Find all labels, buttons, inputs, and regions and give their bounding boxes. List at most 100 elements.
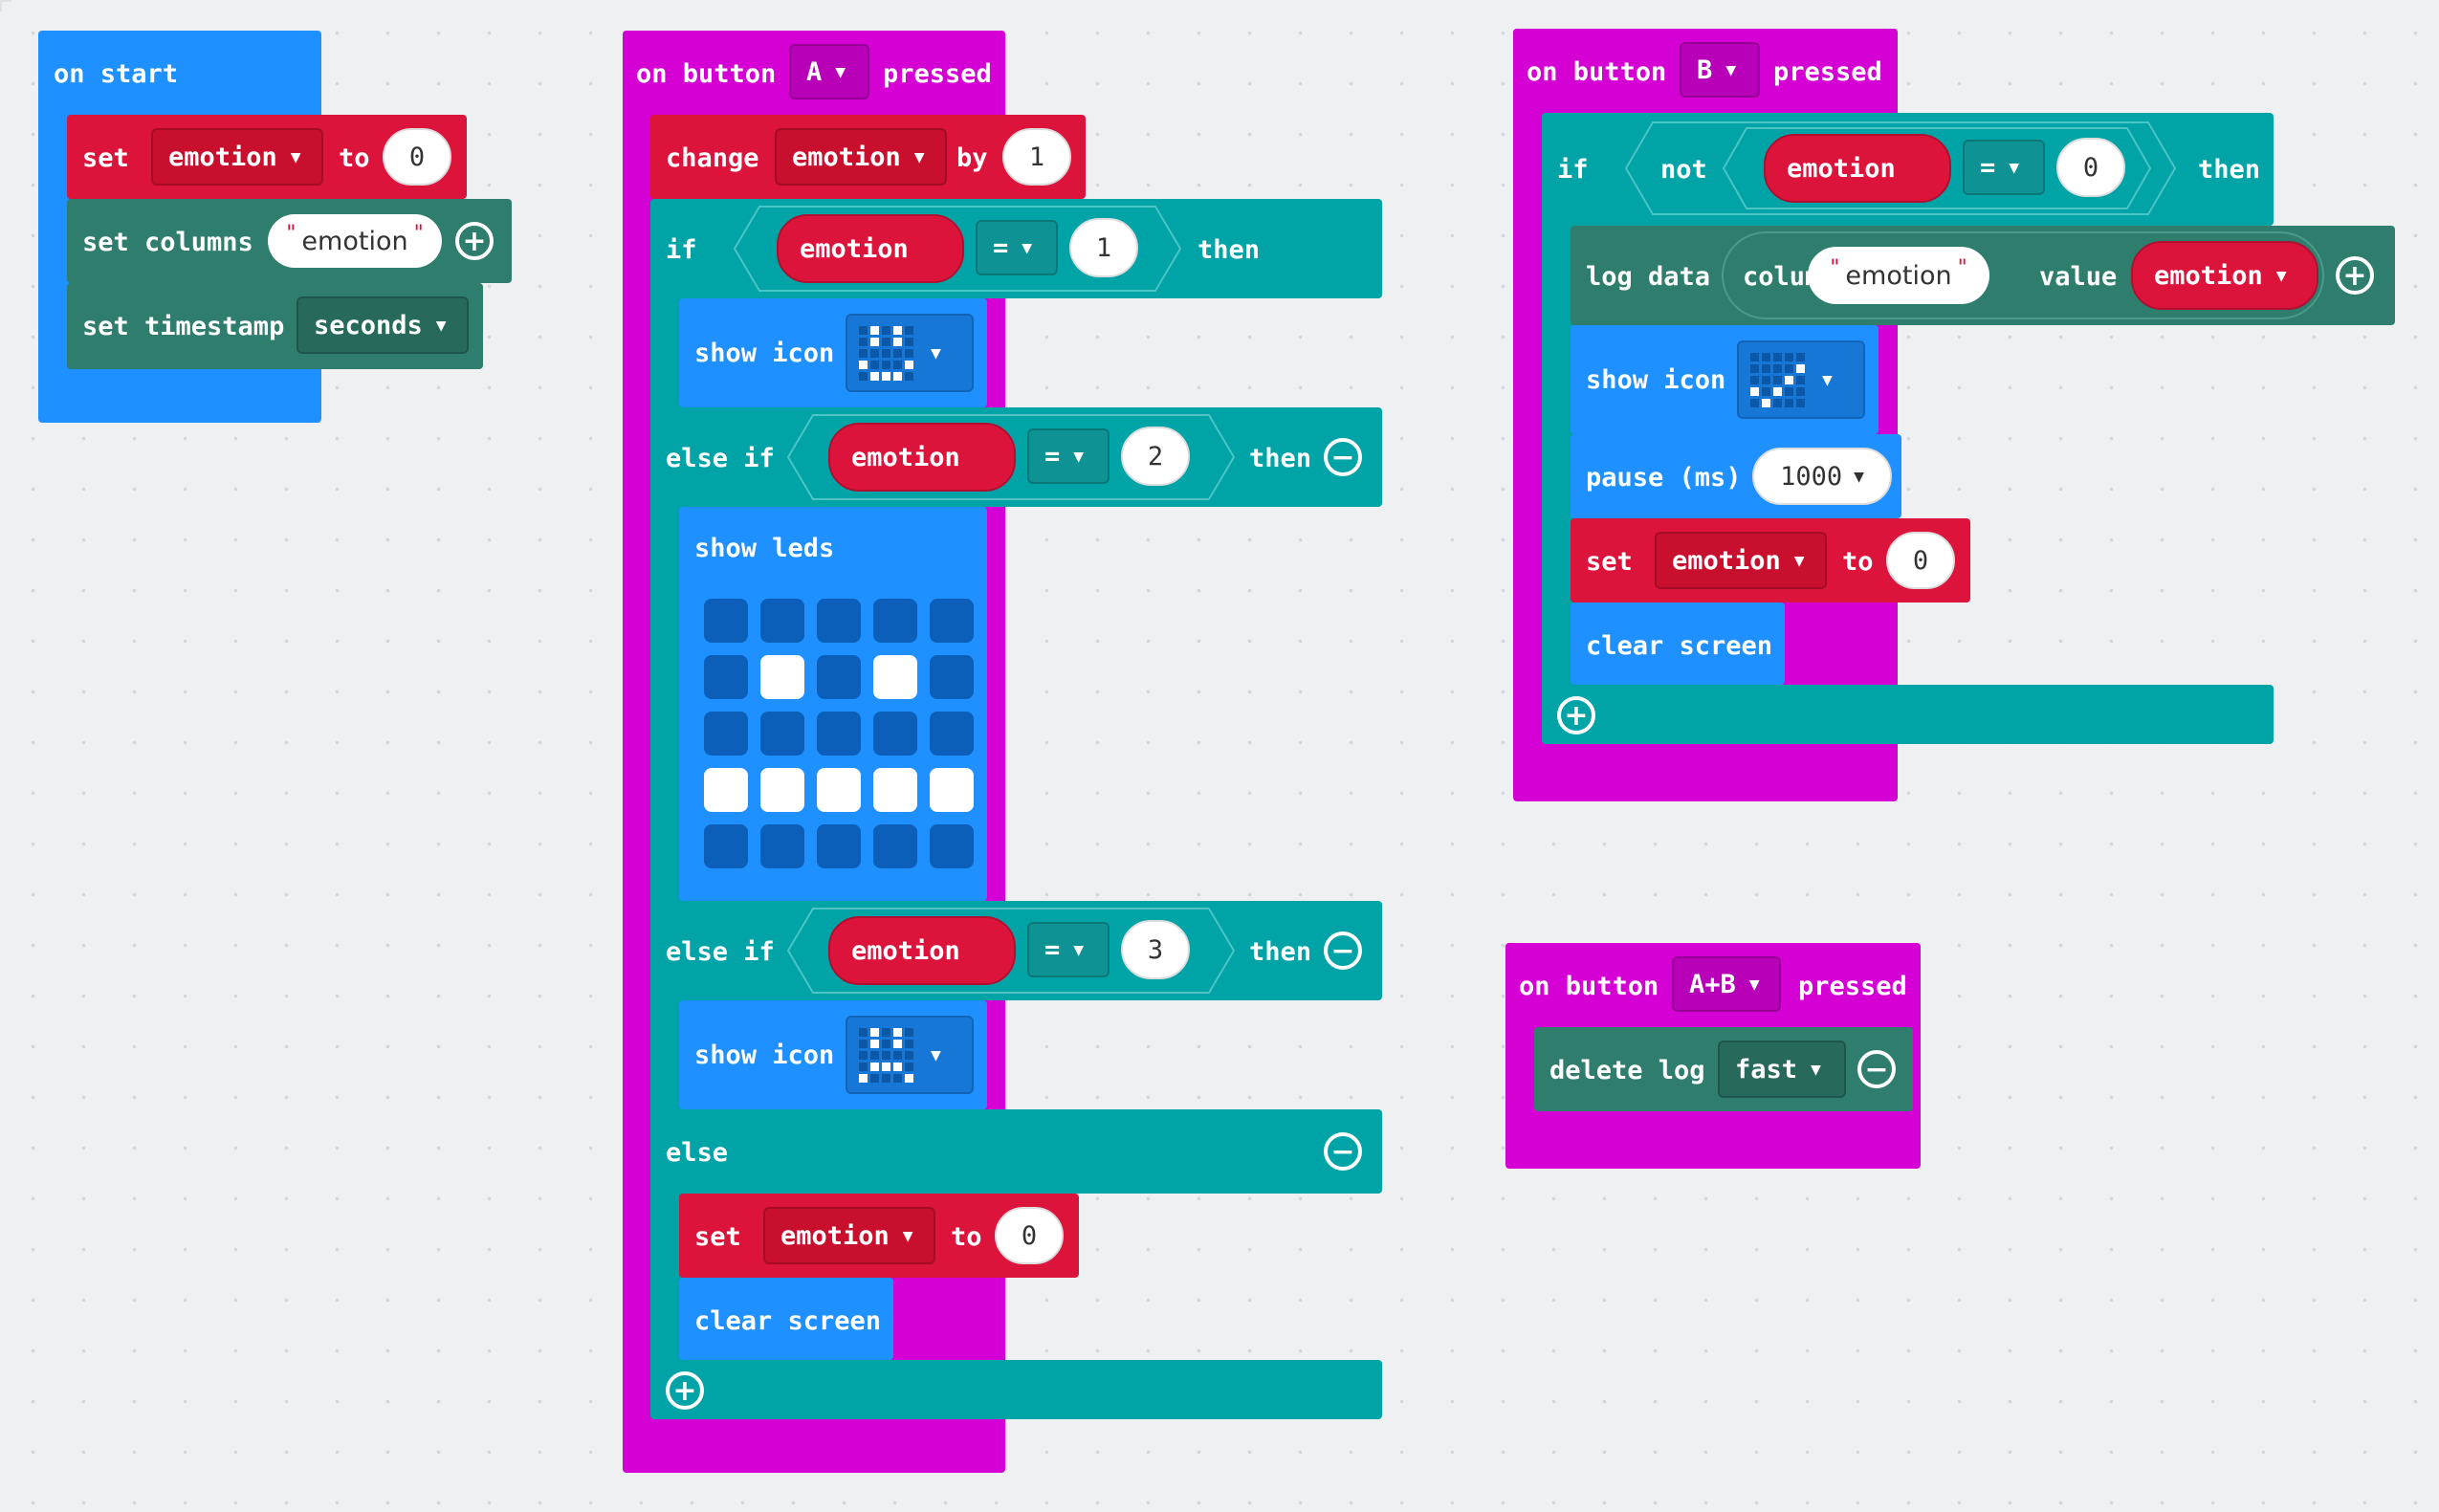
- set-columns-block[interactable]: set columns "emotion" +: [67, 199, 512, 283]
- led-cell[interactable]: [817, 824, 861, 868]
- operator-dropdown[interactable]: =▼: [976, 220, 1058, 275]
- set-emotion-block[interactable]: set emotion▼ to 0: [67, 115, 467, 199]
- icon-dropdown[interactable]: ▼: [1737, 340, 1865, 419]
- chevron-down-icon: ▼: [1748, 974, 1760, 995]
- variable-dropdown[interactable]: emotion▼: [151, 128, 323, 186]
- set-emotion-block-b[interactable]: set emotion▼ to 0: [1571, 518, 1970, 603]
- value-input[interactable]: 0: [383, 128, 451, 186]
- chevron-down-icon: ▼: [1725, 59, 1737, 80]
- variable-dropdown[interactable]: emotion▼: [1655, 532, 1827, 589]
- compare-value-input[interactable]: 3: [1121, 920, 1190, 979]
- button-dropdown[interactable]: A+B▼: [1672, 956, 1781, 1012]
- led-cell[interactable]: [930, 768, 974, 812]
- set-timestamp-block[interactable]: set timestamp seconds▼: [67, 283, 483, 369]
- set-emotion-block-a[interactable]: set emotion▼ to 0: [679, 1194, 1079, 1278]
- led-cell[interactable]: [817, 712, 861, 756]
- led-cell[interactable]: [873, 824, 917, 868]
- led-cell[interactable]: [704, 599, 748, 643]
- led-cell[interactable]: [817, 599, 861, 643]
- else-if-row-1[interactable]: else if emotion =▼ 2 then −: [650, 407, 1382, 507]
- led-matrix[interactable]: [704, 599, 974, 868]
- pause-dropdown[interactable]: 1000▼: [1752, 448, 1892, 505]
- led-cell[interactable]: [873, 655, 917, 699]
- icon-dropdown[interactable]: ▼: [846, 314, 974, 392]
- else-row[interactable]: else −: [650, 1109, 1382, 1194]
- led-cell[interactable]: [930, 655, 974, 699]
- led-cell[interactable]: [817, 768, 861, 812]
- delete-mode-dropdown[interactable]: fast▼: [1718, 1041, 1846, 1098]
- show-icon-block[interactable]: show icon ▼: [679, 298, 987, 407]
- remove-else-icon[interactable]: −: [1324, 1132, 1362, 1171]
- led-cell[interactable]: [930, 824, 974, 868]
- on-button-a-header[interactable]: on button A▼ pressed: [623, 31, 1005, 115]
- led-cell[interactable]: [873, 712, 917, 756]
- pause-block[interactable]: pause (ms) 1000▼: [1571, 434, 1901, 518]
- clear-screen-block[interactable]: clear screen: [679, 1278, 893, 1360]
- remove-option-icon[interactable]: −: [1857, 1050, 1896, 1088]
- led-cell[interactable]: [760, 824, 804, 868]
- by-value-input[interactable]: 1: [1002, 128, 1071, 186]
- chevron-down-icon: ▼: [1022, 237, 1033, 258]
- emotion-variable[interactable]: emotion: [828, 916, 1016, 985]
- compare-value-input[interactable]: 2: [1121, 427, 1190, 486]
- emotion-variable[interactable]: emotion: [828, 423, 1016, 492]
- if-else-footer[interactable]: +: [650, 1360, 1382, 1419]
- column-name-input[interactable]: "emotion": [1808, 247, 1989, 304]
- led-cell[interactable]: [930, 712, 974, 756]
- button-dropdown[interactable]: B▼: [1680, 42, 1760, 98]
- add-column-icon[interactable]: +: [455, 222, 494, 260]
- led-cell[interactable]: [704, 824, 748, 868]
- if-row-b[interactable]: if not emotion =▼ 0 then: [1542, 113, 2274, 226]
- if-row[interactable]: if emotion =▼ 1 then: [650, 199, 1382, 298]
- delete-log-block[interactable]: delete log fast▼ −: [1534, 1027, 1913, 1111]
- led-cell[interactable]: [930, 599, 974, 643]
- happy-face-icon: [859, 325, 913, 381]
- else-if-row-2[interactable]: else if emotion =▼ 3 then −: [650, 901, 1382, 1000]
- led-cell[interactable]: [704, 712, 748, 756]
- pressed-label: pressed: [1773, 57, 1882, 87]
- add-branch-icon[interactable]: +: [666, 1371, 704, 1410]
- add-branch-icon[interactable]: +: [1557, 696, 1595, 734]
- led-cell[interactable]: [760, 768, 804, 812]
- led-cell[interactable]: [873, 599, 917, 643]
- variable-dropdown[interactable]: emotion▼: [775, 128, 947, 186]
- chevron-down-icon: ▼: [290, 146, 301, 167]
- chevron-down-icon: ▼: [913, 146, 925, 167]
- operator-dropdown[interactable]: =▼: [1027, 428, 1110, 484]
- show-icon-block-2[interactable]: show icon ▼: [679, 1000, 987, 1109]
- on-button-b-header[interactable]: on button B▼ pressed: [1513, 29, 1898, 113]
- on-button-ab-header[interactable]: on button A+B▼ pressed: [1505, 943, 1921, 1027]
- compare-value-input[interactable]: 1: [1069, 218, 1138, 277]
- operator-dropdown[interactable]: =▼: [1027, 922, 1110, 977]
- show-icon-block-b[interactable]: show icon ▼: [1571, 325, 1879, 434]
- emotion-variable[interactable]: emotion: [1764, 134, 1951, 203]
- compare-value-input[interactable]: 0: [2056, 138, 2125, 197]
- led-cell[interactable]: [760, 599, 804, 643]
- led-cell[interactable]: [873, 768, 917, 812]
- value-input[interactable]: 0: [995, 1207, 1064, 1264]
- led-cell[interactable]: [817, 655, 861, 699]
- add-column-icon[interactable]: +: [2336, 256, 2374, 295]
- remove-branch-icon[interactable]: −: [1324, 931, 1362, 970]
- clear-screen-block-b[interactable]: clear screen: [1571, 603, 1785, 685]
- timestamp-dropdown[interactable]: seconds▼: [297, 296, 469, 354]
- log-data-block[interactable]: log data column "emotion" value emotion▼…: [1571, 226, 2395, 325]
- on-button-label: on button: [636, 59, 777, 89]
- emotion-variable[interactable]: emotion: [777, 214, 964, 283]
- emotion-variable[interactable]: emotion▼: [2131, 241, 2318, 310]
- remove-branch-icon[interactable]: −: [1324, 438, 1362, 476]
- led-cell[interactable]: [704, 655, 748, 699]
- show-leds-block[interactable]: show leds: [679, 507, 987, 901]
- operator-dropdown[interactable]: =▼: [1963, 140, 2045, 195]
- value-input[interactable]: 0: [1886, 532, 1955, 589]
- icon-dropdown[interactable]: ▼: [846, 1016, 974, 1094]
- set-label: set: [82, 143, 129, 173]
- led-cell[interactable]: [760, 712, 804, 756]
- led-cell[interactable]: [760, 655, 804, 699]
- column-name-input[interactable]: "emotion": [268, 214, 442, 268]
- change-emotion-block[interactable]: change emotion▼ by 1: [650, 115, 1086, 199]
- led-cell[interactable]: [704, 768, 748, 812]
- variable-dropdown[interactable]: emotion▼: [763, 1207, 935, 1264]
- if-footer-b[interactable]: +: [1542, 685, 2274, 744]
- button-dropdown[interactable]: A▼: [789, 44, 869, 99]
